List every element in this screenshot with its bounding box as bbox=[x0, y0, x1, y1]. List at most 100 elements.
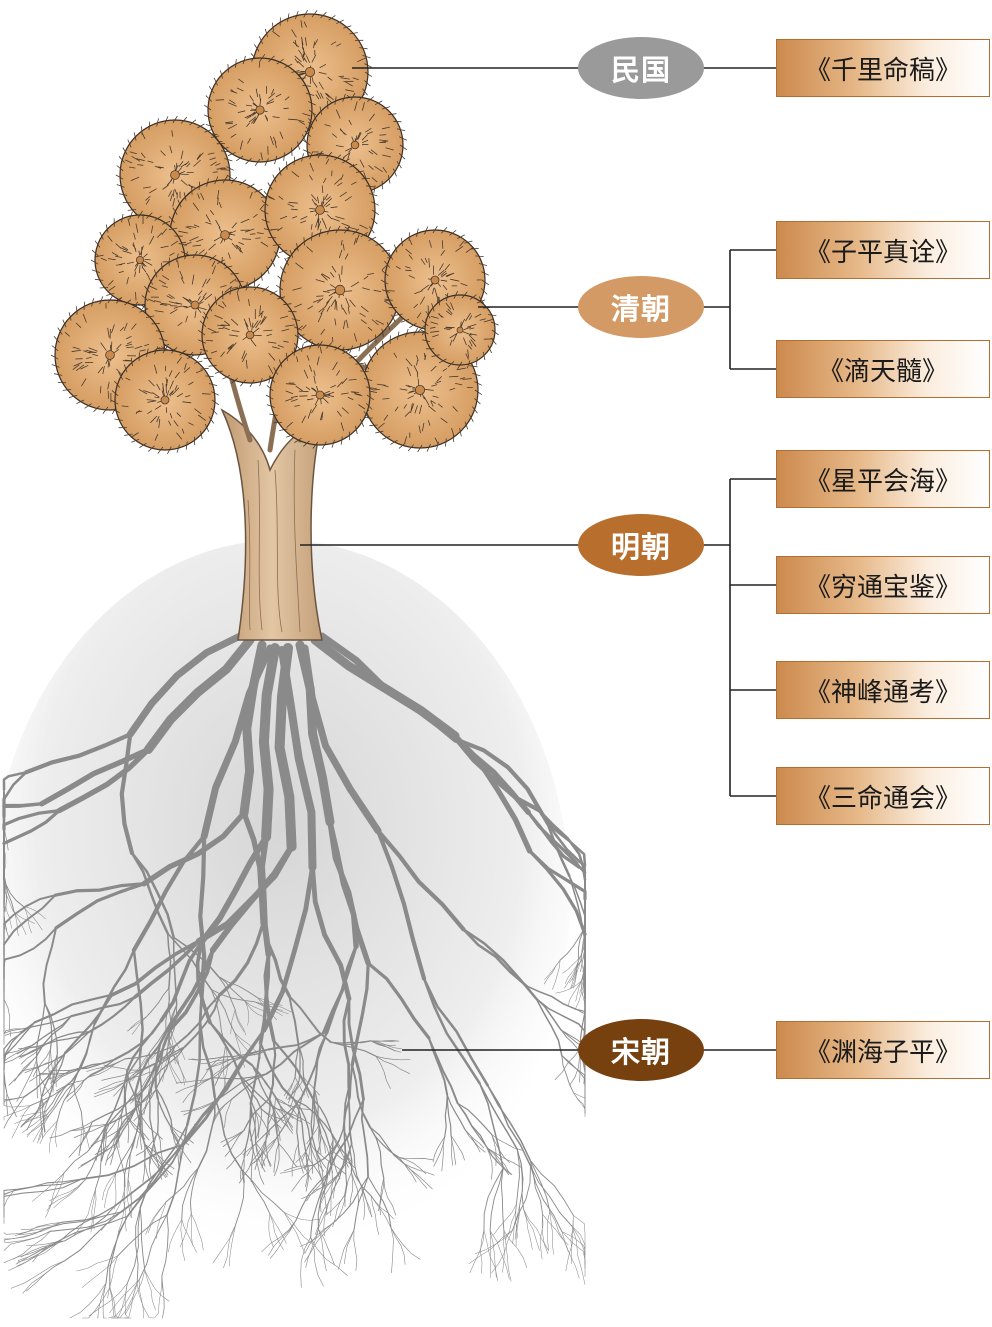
root-branch bbox=[43, 1098, 49, 1133]
root-branch bbox=[210, 988, 236, 1033]
root-branch bbox=[253, 1137, 277, 1164]
root-branch bbox=[310, 1172, 329, 1238]
root-branch bbox=[552, 959, 561, 990]
root-branch bbox=[111, 1283, 128, 1319]
root-branch bbox=[73, 1123, 110, 1138]
root-branch bbox=[161, 1214, 169, 1277]
root-branch bbox=[366, 961, 431, 1040]
root-branch bbox=[172, 936, 219, 978]
root-branch bbox=[265, 1139, 271, 1167]
root-branch bbox=[131, 834, 207, 953]
root-branch bbox=[561, 1231, 586, 1269]
root-branch bbox=[571, 1226, 586, 1285]
root-branch bbox=[134, 1030, 168, 1093]
root-branch bbox=[441, 1136, 446, 1172]
root-branch bbox=[170, 1050, 187, 1083]
root-branch bbox=[527, 849, 587, 936]
root-branch bbox=[390, 1227, 394, 1274]
root-branch bbox=[146, 987, 170, 1017]
root-branch bbox=[297, 1044, 305, 1078]
root-branch bbox=[175, 1077, 213, 1094]
root-branch bbox=[210, 988, 226, 1046]
root-branch bbox=[565, 1215, 574, 1271]
root-branch bbox=[230, 1073, 268, 1100]
root-branch bbox=[260, 1108, 282, 1129]
root-branch bbox=[328, 1144, 341, 1180]
root-branch bbox=[198, 995, 216, 1099]
root-branch bbox=[123, 1190, 127, 1232]
root-branch bbox=[191, 1213, 193, 1246]
root-branch bbox=[254, 1001, 289, 1015]
root-branch bbox=[251, 1128, 271, 1162]
root-branch bbox=[529, 1159, 574, 1216]
foliage-cluster bbox=[197, 282, 303, 388]
root-branch bbox=[180, 1098, 219, 1112]
root-branch bbox=[288, 1080, 300, 1104]
root-branch bbox=[234, 1032, 261, 1059]
root-branch bbox=[42, 926, 58, 1004]
root-branch bbox=[102, 1113, 122, 1140]
root-branch bbox=[191, 1213, 204, 1251]
root-branch bbox=[304, 1222, 334, 1254]
root-branch bbox=[500, 1167, 505, 1232]
root-branch bbox=[375, 828, 427, 981]
root-branch bbox=[16, 1042, 49, 1055]
root-branch bbox=[403, 1162, 435, 1176]
root-branch bbox=[427, 1036, 449, 1096]
root-branch bbox=[23, 1052, 66, 1098]
root-branch bbox=[63, 1125, 106, 1174]
root-branch bbox=[268, 1220, 297, 1256]
root-branch bbox=[291, 1164, 315, 1192]
root-branch bbox=[324, 944, 358, 1035]
root-branch bbox=[61, 1211, 122, 1223]
root-branch bbox=[226, 1147, 247, 1170]
root-branch bbox=[183, 993, 221, 1048]
root-branch bbox=[261, 1137, 277, 1169]
root-branch bbox=[109, 1287, 115, 1319]
root-branch bbox=[20, 1098, 49, 1127]
root-branch bbox=[47, 1031, 90, 1044]
root-branch bbox=[3, 1230, 51, 1251]
root-branch bbox=[101, 1126, 107, 1161]
root-branch bbox=[318, 1126, 326, 1154]
root-branch bbox=[383, 1177, 397, 1216]
root-branch bbox=[303, 1076, 320, 1096]
root-branch bbox=[446, 1094, 466, 1131]
root-branch bbox=[180, 1219, 186, 1261]
root-branch bbox=[254, 1110, 259, 1141]
root-branch bbox=[144, 1270, 156, 1311]
root-branch bbox=[530, 1165, 573, 1227]
root-branch bbox=[49, 1082, 75, 1115]
root-branch bbox=[45, 1172, 65, 1218]
root-branch bbox=[575, 1008, 586, 1026]
root-branch bbox=[127, 1178, 132, 1212]
root-branch bbox=[540, 1214, 544, 1260]
root-branch bbox=[349, 1171, 354, 1208]
root-branch bbox=[218, 921, 265, 997]
root-branch bbox=[26, 1114, 51, 1135]
root-branch bbox=[170, 1029, 186, 1060]
root-branch bbox=[166, 1052, 178, 1084]
root-branch bbox=[17, 1239, 61, 1261]
root-branch bbox=[283, 1212, 313, 1244]
root-branch bbox=[132, 948, 144, 1058]
root-branch bbox=[18, 1042, 49, 1058]
root-branch bbox=[2, 771, 28, 791]
root-branch bbox=[269, 1095, 303, 1130]
root-branch bbox=[144, 1144, 168, 1178]
root-branch bbox=[369, 1126, 385, 1179]
root-branch bbox=[283, 1164, 315, 1172]
root-branch bbox=[243, 1097, 271, 1132]
root-branch bbox=[3, 1105, 31, 1121]
root-branch bbox=[370, 1195, 380, 1236]
root-branch bbox=[489, 1230, 492, 1279]
root-branch bbox=[228, 1224, 236, 1267]
root-branch bbox=[315, 1149, 324, 1189]
root-branch bbox=[342, 997, 351, 1089]
root-branch bbox=[318, 1228, 327, 1272]
root-branch bbox=[398, 1157, 417, 1183]
root-branch bbox=[155, 1087, 159, 1133]
root-branch bbox=[166, 1124, 189, 1216]
root-branch bbox=[272, 1039, 314, 1100]
